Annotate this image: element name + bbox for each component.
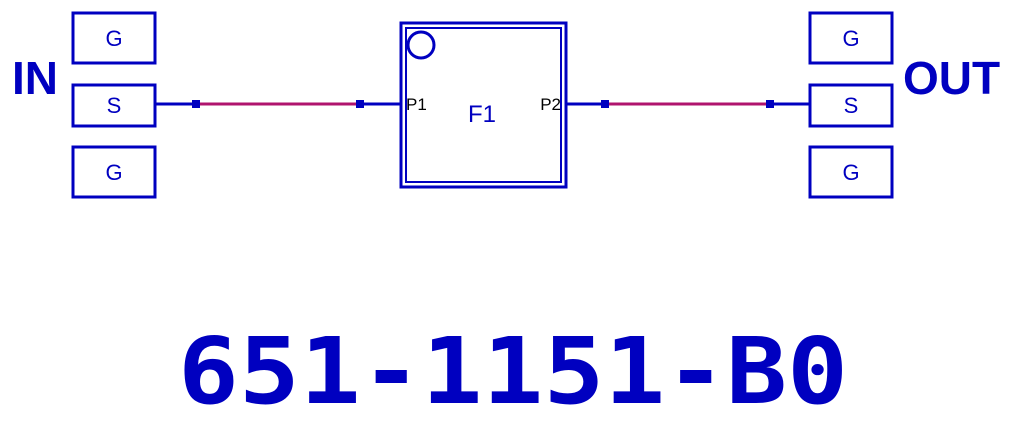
input-trace-node-left bbox=[192, 100, 200, 108]
input-connection bbox=[155, 100, 401, 108]
pin1-indicator-icon bbox=[406, 30, 436, 60]
input-trace-node-right bbox=[356, 100, 364, 108]
output-pad-top-label: G bbox=[842, 26, 859, 51]
component-body-inner bbox=[405, 27, 562, 183]
output-trace-node-left bbox=[601, 100, 609, 108]
component-pin-right-label: P2 bbox=[540, 95, 561, 114]
output-pad-top bbox=[808, 11, 894, 65]
output-pad-signal bbox=[808, 83, 894, 128]
input-pad-bottom bbox=[71, 145, 157, 199]
output-pad-bottom-label: G bbox=[842, 160, 859, 185]
input-pad-bottom-label: G bbox=[105, 160, 122, 185]
input-pad-top-label: G bbox=[105, 26, 122, 51]
input-pad-group: G S G bbox=[71, 11, 157, 199]
component-ref-label: F1 bbox=[468, 101, 496, 128]
output-pad-bottom bbox=[808, 145, 894, 199]
output-trace-node-right bbox=[766, 100, 774, 108]
output-pad-group: G S G bbox=[808, 11, 894, 199]
component-f1: P1 P2 F1 bbox=[399, 21, 568, 189]
part-number: 651-1151-B0 bbox=[178, 318, 848, 425]
output-port-label: OUT bbox=[903, 52, 1000, 104]
input-port-label: IN bbox=[12, 52, 58, 104]
component-pin-left-label: P1 bbox=[406, 95, 427, 114]
output-pad-signal-label: S bbox=[844, 93, 859, 118]
input-pad-top bbox=[71, 11, 157, 65]
input-pad-signal-label: S bbox=[107, 93, 122, 118]
output-connection bbox=[566, 100, 810, 108]
